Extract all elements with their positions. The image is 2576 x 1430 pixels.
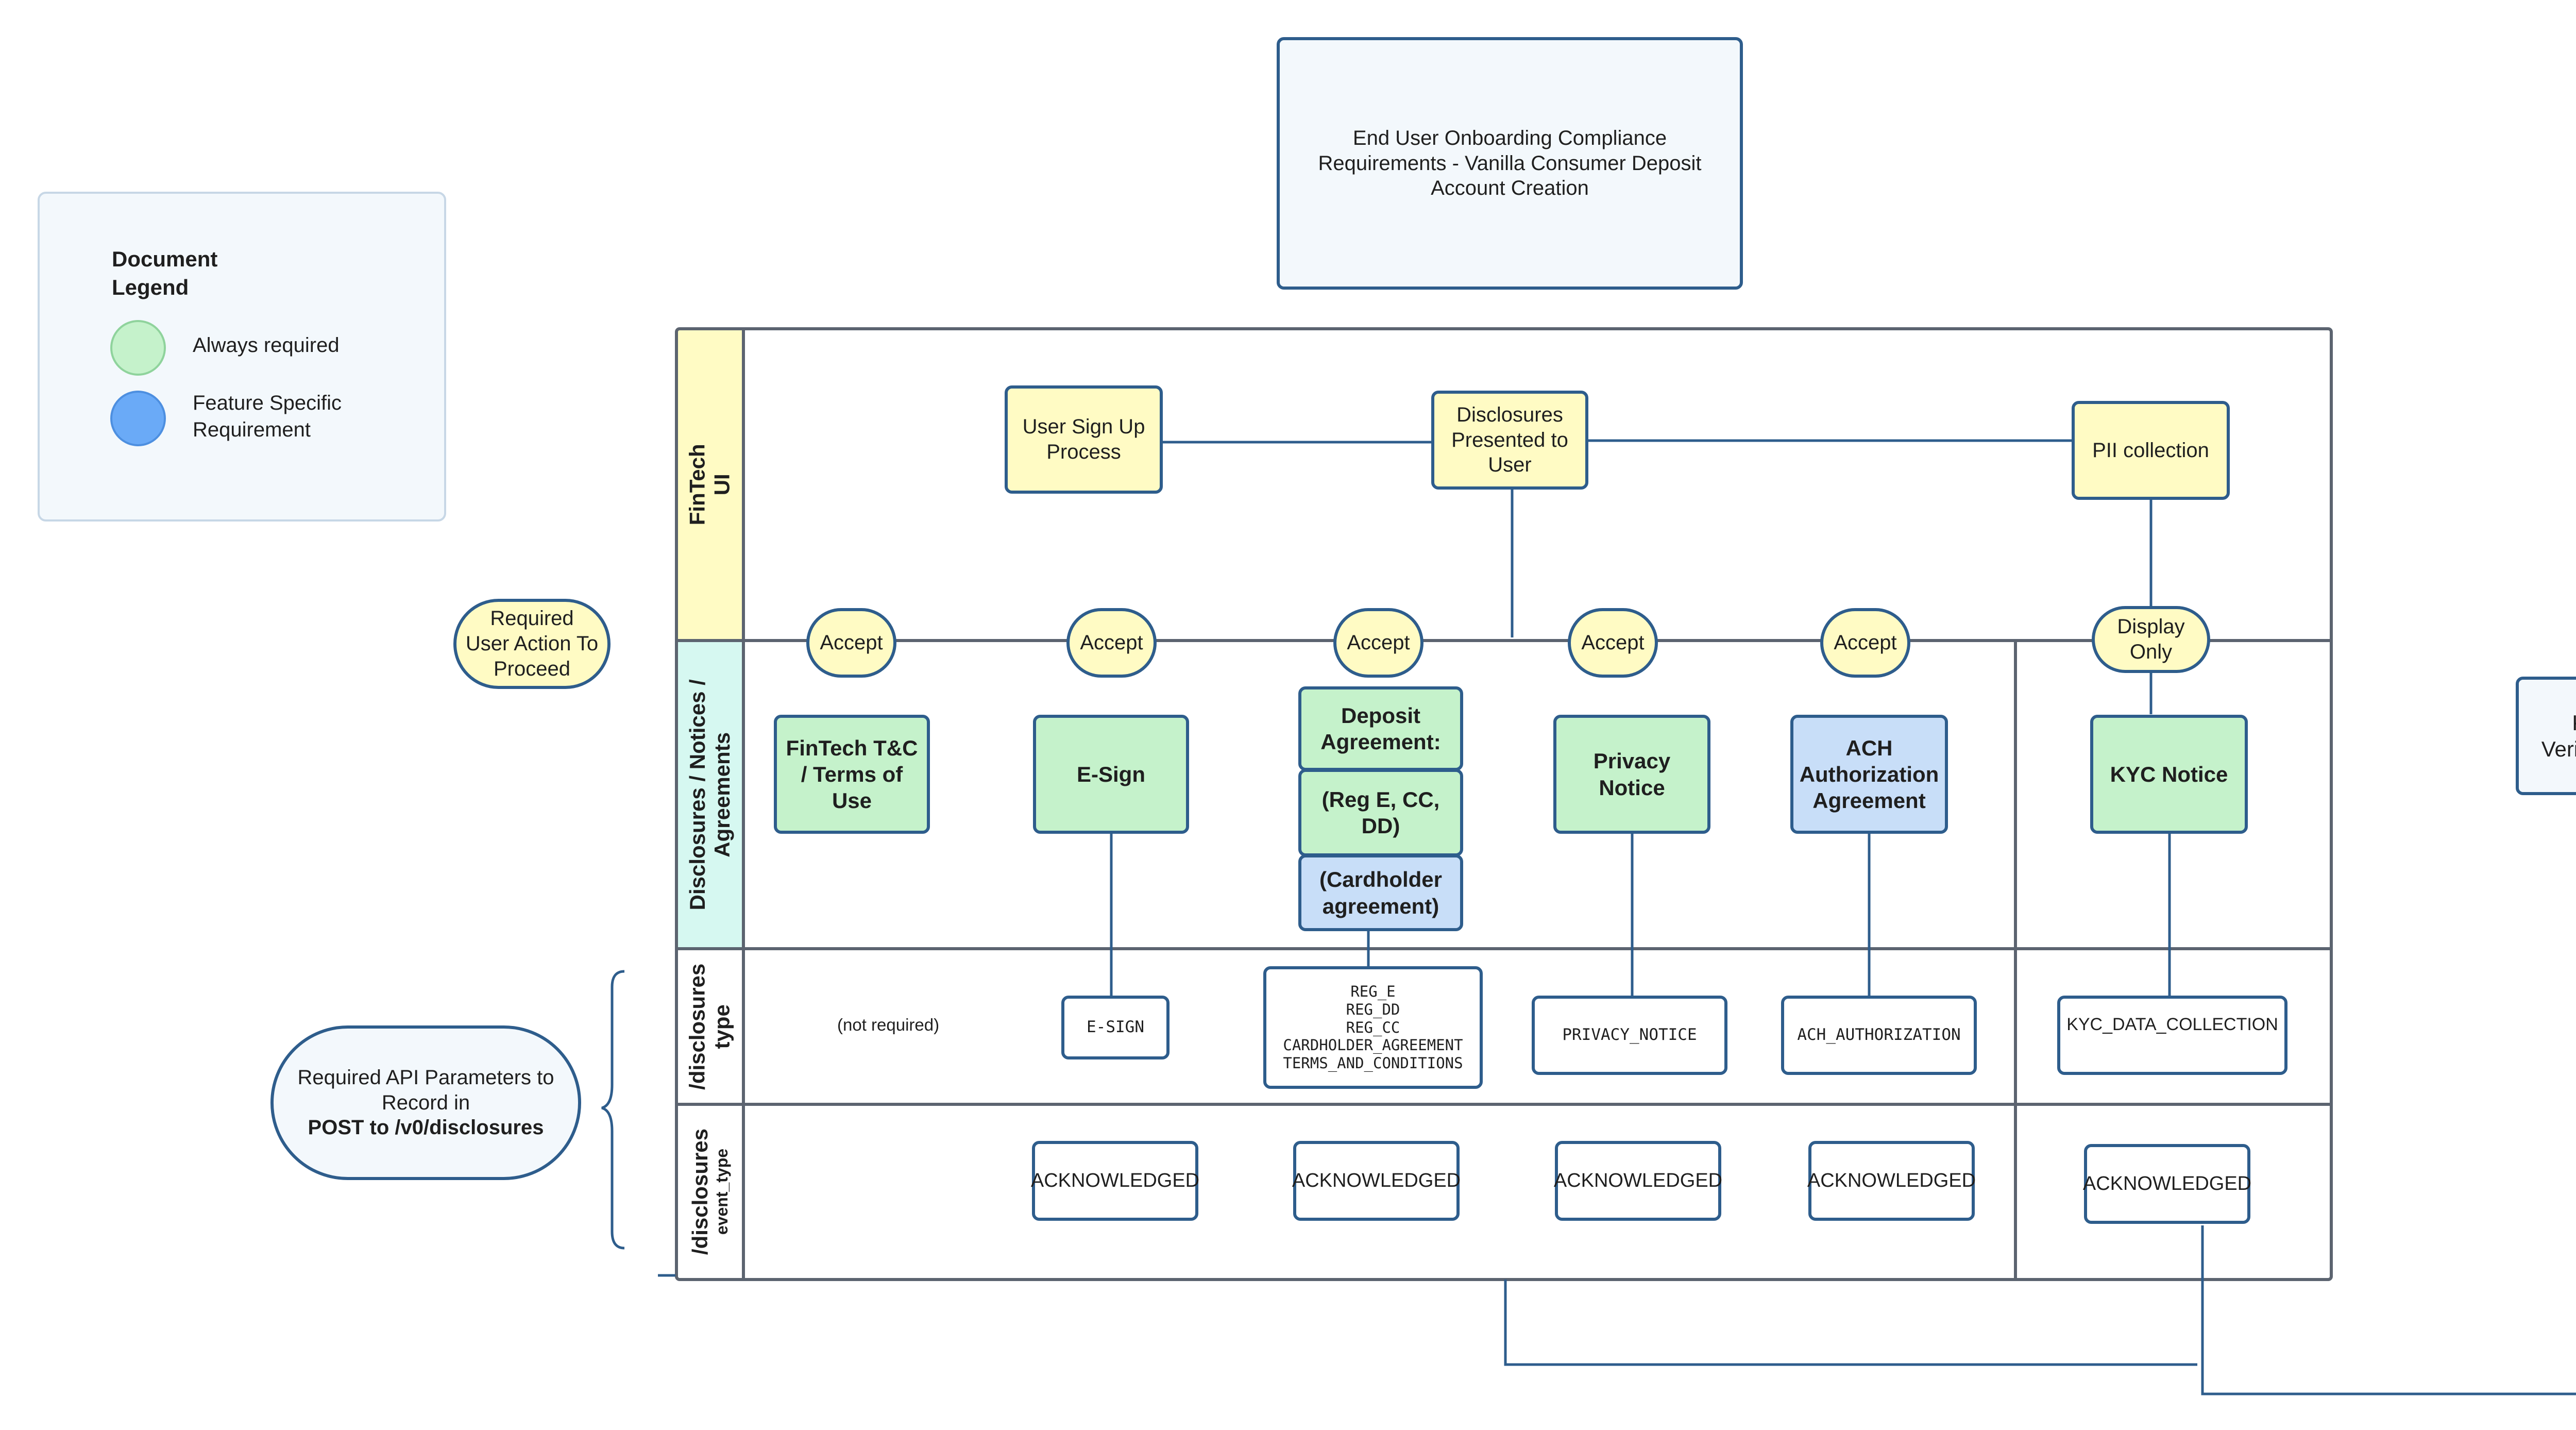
kyc-verification: KYC Verification [2516, 677, 2576, 795]
lane-bg-fintech-ui [676, 329, 743, 641]
accept-esign-label: Accept [1080, 631, 1143, 654]
event-ach-acknowledged: ACKNOWLEDGED [1807, 1141, 1976, 1221]
required-api-parameters-text: Required API Parameters to Record in [297, 1066, 554, 1114]
display-only: Display Only [2092, 606, 2210, 673]
type-not-required: (not required) [837, 1015, 940, 1034]
lane-label-event-type-text: /disclosures event_type [688, 1129, 732, 1255]
deposit-agreement-text: Deposit Agreement: [1320, 703, 1441, 754]
required-api-parameters: Required API Parameters to Record in POS… [270, 1025, 581, 1180]
event-privacy-acknowledged: ACKNOWLEDGED [1553, 1141, 1723, 1221]
cardholder-agreement: (Cardholder agreement) [1298, 854, 1463, 931]
type-deposit: REG_E REG_DD REG_CC CARDHOLDER_AGREEMENT… [1263, 966, 1483, 1089]
diagram-title-text: End User Onboarding Compliance Requireme… [1318, 126, 1702, 200]
accept-fintech-tc: Accept [806, 608, 896, 678]
pii-collection-text: PII collection [2092, 439, 2209, 462]
type-ach-authorization-text: ACH_AUTHORIZATION [1797, 1025, 1961, 1045]
accept-privacy-label: Accept [1581, 631, 1645, 654]
legend-label-always-required: Always required [193, 334, 340, 357]
swimlane-frame [675, 327, 2333, 1281]
legend-swatch-always-required [110, 320, 166, 376]
type-deposit-text: REG_E REG_DD REG_CC CARDHOLDER_AGREEMENT… [1283, 983, 1463, 1072]
lane-label-type: /disclosures type [676, 949, 743, 1104]
type-esign-text: E-SIGN [1087, 1018, 1144, 1037]
event-kyc-acknowledged: ACKNOWLEDGED [2082, 1144, 2252, 1224]
lane-bg-disclosures [676, 641, 743, 949]
cardholder-agreement-text: (Cardholder agreement) [1319, 867, 1442, 918]
privacy-notice-text: Privacy Notice [1593, 749, 1671, 800]
display-only-label: Display Only [2117, 615, 2185, 663]
kyc-notice: KYC Notice [2090, 715, 2248, 834]
lane-label-type-text: /disclosures type [685, 963, 735, 1090]
type-privacy-notice: PRIVACY_NOTICE [1532, 996, 1727, 1075]
esign-document-text: E-Sign [1077, 762, 1145, 786]
lane-label-disclosures-text: Disclosures / Notices / Agreements [685, 679, 734, 911]
disclosures-presented-to-user-text: Disclosures Presented to User [1451, 403, 1568, 477]
ach-authorization-agreement-text: ACH Authorization Agreement [1799, 735, 1939, 813]
event-privacy-text: ACKNOWLEDGED [1553, 1170, 1723, 1192]
accept-ach-label: Accept [1834, 631, 1897, 654]
required-api-parameters-endpoint: POST to /v0/disclosures [308, 1116, 544, 1139]
lane-label-event-type: /disclosures event_type [676, 1104, 743, 1280]
curly-brace [601, 970, 625, 1250]
fintech-tc-terms-of-use: FinTech T&C / Terms of Use [774, 715, 930, 834]
type-ach-authorization: ACH_AUTHORIZATION [1781, 996, 1977, 1075]
event-esign-text: ACKNOWLEDGED [1030, 1170, 1200, 1192]
event-esign-acknowledged: ACKNOWLEDGED [1030, 1141, 1200, 1221]
required-user-action: Required User Action To Proceed [453, 599, 611, 689]
legend-label-feature-specific: Feature Specific Requirement [193, 392, 342, 441]
accept-privacy: Accept [1568, 608, 1658, 678]
deposit-agreement-reg: (Reg E, CC, DD) [1298, 769, 1463, 856]
kyc-verification-text: KYC Verification [2541, 711, 2576, 761]
accept-ach: Accept [1820, 608, 1910, 678]
lane-label-fintech-ui-text: FinTech UI [685, 444, 735, 526]
event-ach-text: ACKNOWLEDGED [1807, 1170, 1976, 1192]
type-esign: E-SIGN [1061, 996, 1170, 1059]
lane-label-disclosures: Disclosures / Notices / Agreements [676, 641, 743, 949]
deposit-agreement: Deposit Agreement: [1298, 686, 1463, 771]
user-signup-process-text: User Sign Up Process [1022, 415, 1145, 463]
event-deposit-acknowledged: ACKNOWLEDGED [1292, 1141, 1461, 1221]
user-signup-process: User Sign Up Process [1005, 385, 1163, 494]
arrow-kyc-event-to-verification [2201, 1225, 2576, 1395]
accept-fintech-tc-label: Accept [820, 631, 883, 654]
legend-title: Document Legend [112, 247, 218, 299]
disclosures-presented-to-user: Disclosures Presented to User [1431, 391, 1588, 490]
document-legend: Document Legend Always required Feature … [38, 192, 446, 521]
lane-label-event-type-main: /disclosures [688, 1129, 713, 1255]
privacy-notice: Privacy Notice [1553, 715, 1710, 834]
arrow-frame-to-bottom [1504, 1280, 2197, 1366]
ach-authorization-agreement: ACH Authorization Agreement [1790, 715, 1948, 834]
type-kyc-data-collection: KYC_DATA_COLLECTION [2057, 996, 2287, 1075]
event-deposit-text: ACKNOWLEDGED [1292, 1170, 1461, 1192]
fintech-tc-text: FinTech T&C / Terms of Use [786, 735, 918, 813]
type-kyc-data-collection-text: KYC_DATA_COLLECTION [2066, 1015, 2278, 1034]
accept-deposit-label: Accept [1347, 631, 1410, 654]
diagram-title: End User Onboarding Compliance Requireme… [1277, 37, 1743, 290]
pii-collection: PII collection [2072, 401, 2230, 500]
type-privacy-notice-text: PRIVACY_NOTICE [1562, 1025, 1697, 1045]
legend-swatch-feature-specific [110, 391, 166, 446]
lane-label-event-type-sub: event_type [713, 1149, 732, 1235]
deposit-agreement-reg-text: (Reg E, CC, DD) [1321, 787, 1440, 838]
accept-deposit: Accept [1333, 608, 1423, 678]
kyc-notice-text: KYC Notice [2110, 762, 2228, 786]
lane-label-fintech-ui: FinTech UI [676, 329, 743, 641]
required-user-action-text: Required User Action To Proceed [465, 607, 599, 680]
event-kyc-text: ACKNOWLEDGED [2082, 1173, 2252, 1195]
esign-document: E-Sign [1033, 715, 1189, 834]
accept-esign: Accept [1066, 608, 1157, 678]
